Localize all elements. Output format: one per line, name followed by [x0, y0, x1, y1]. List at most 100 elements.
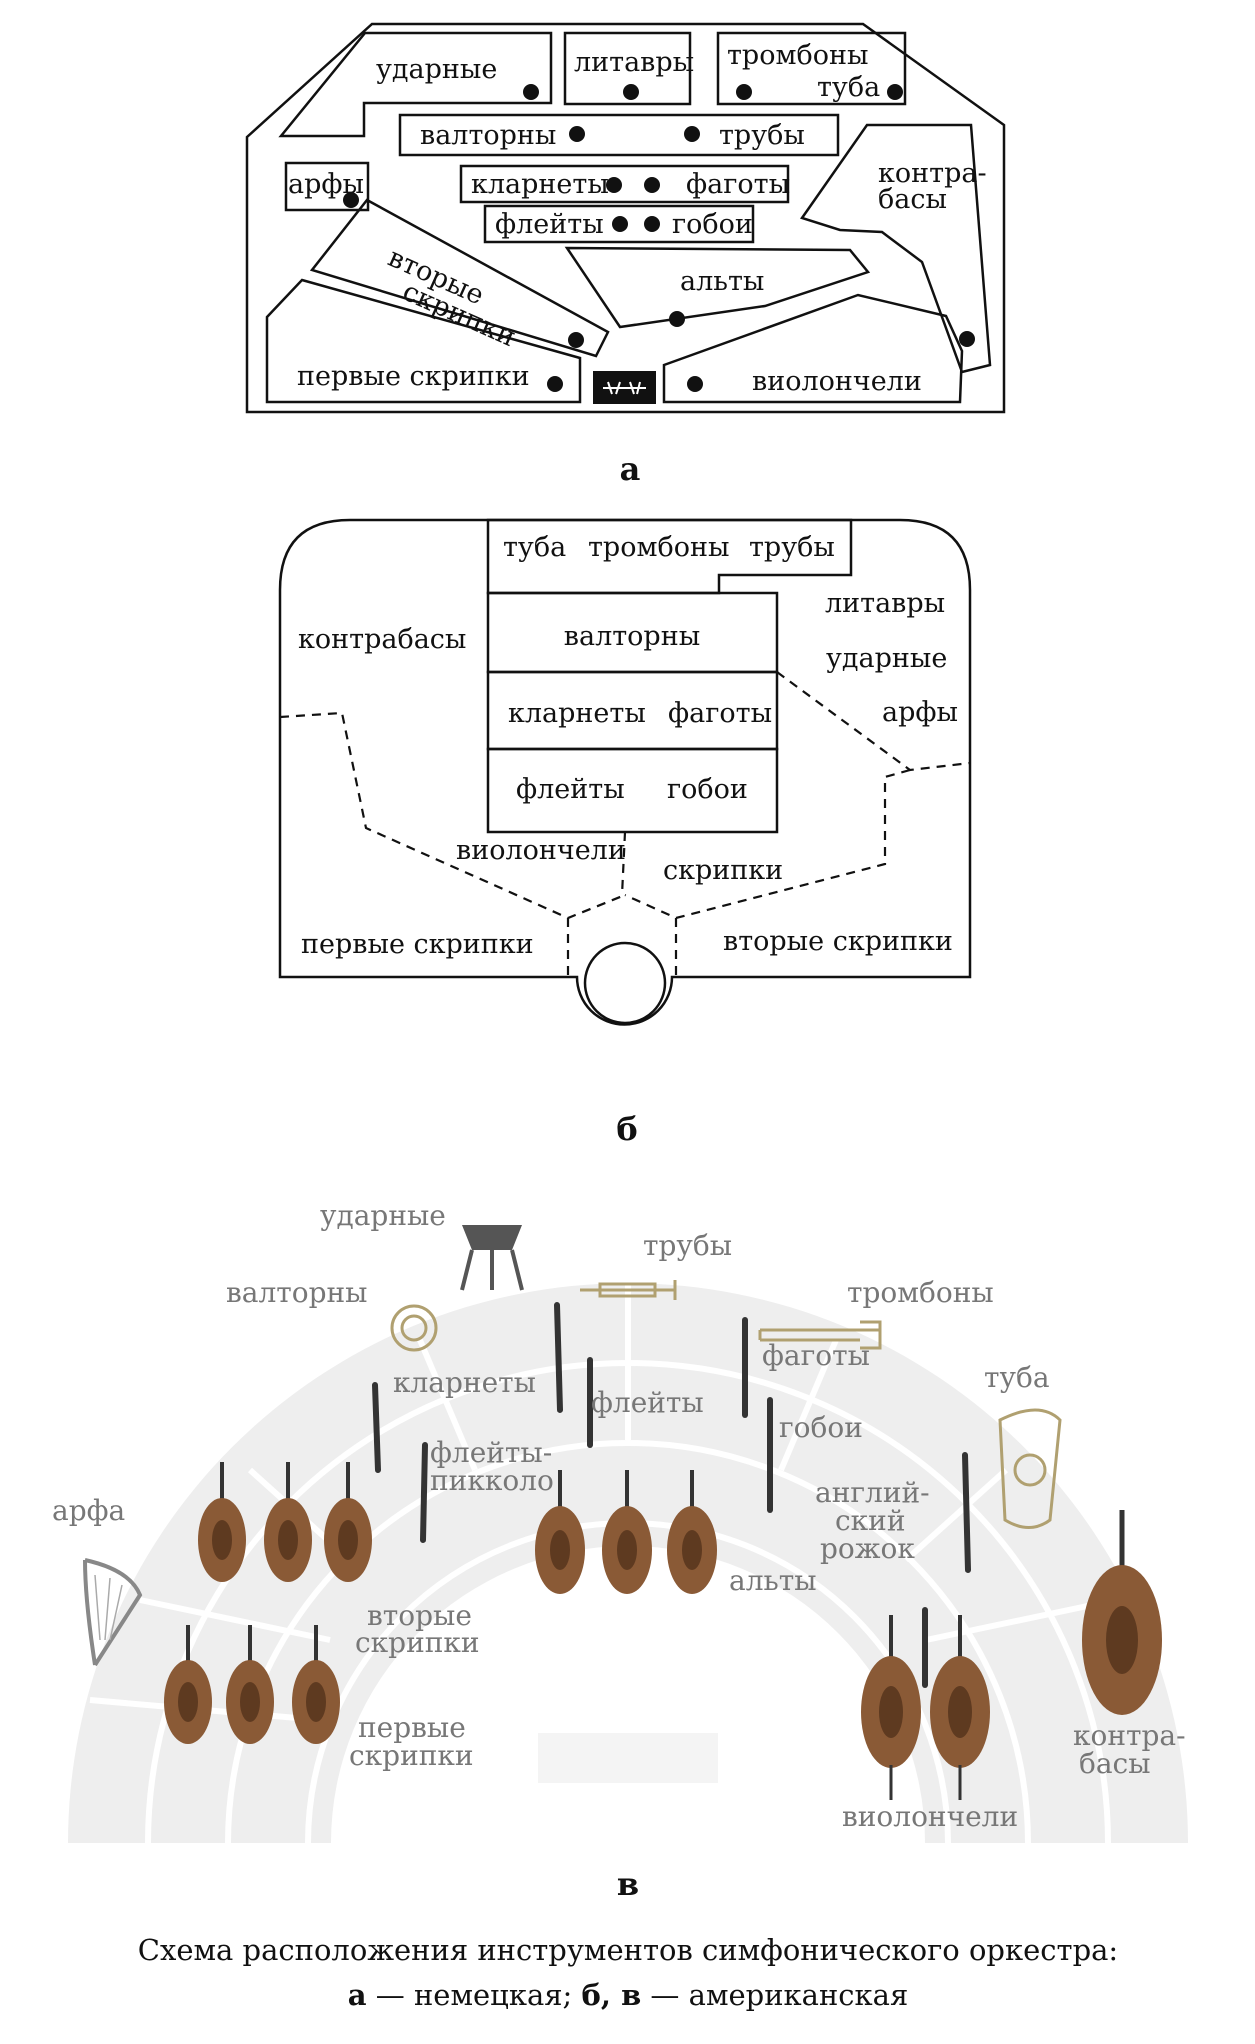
a-double-basses-label-2: басы — [878, 184, 947, 215]
b-second-violins-label: вторые скрипки — [723, 926, 953, 957]
b-cellos-label: виолончели — [456, 835, 626, 866]
c-english-horn-icon — [962, 1452, 971, 1573]
a-double-basses-zone — [800, 123, 992, 374]
b-timpani-label: литавры — [825, 588, 945, 619]
c-violas-label: альты — [729, 1564, 817, 1597]
a-violas-dot — [669, 311, 685, 327]
a-cellos-dot — [687, 376, 703, 392]
caption-a-text: — немецкая; — [367, 1978, 582, 2012]
diagram-a-stage-outline — [245, 22, 1006, 414]
a-cellos-zone — [662, 293, 964, 404]
a-second-violins-zone — [309, 198, 610, 358]
caption-a: а — [348, 1978, 367, 2012]
a-percussion-zone — [278, 31, 553, 138]
caption-bv: б, в — [582, 1978, 642, 2012]
a-oboes-label: гобои — [672, 209, 753, 240]
a-bassoons-dot — [644, 177, 660, 193]
a-first-violins-label: первые скрипки — [297, 361, 530, 392]
a-harps-zone — [284, 161, 370, 212]
c-harp-label: арфа — [52, 1494, 125, 1527]
a-tuba-label: туба — [817, 72, 880, 103]
cello-icon — [861, 1615, 921, 1800]
c-trombones-label: тромбоны — [847, 1276, 994, 1309]
diagram-c: ударные трубы валторны тромбоны кларнеты… — [52, 1199, 1188, 1903]
violin-icon — [324, 1462, 372, 1582]
c-english-horn-label-1: англий- — [815, 1476, 930, 1509]
a-flutes-label: флейты — [495, 209, 604, 240]
c-second-violins-label-1: вторые — [367, 1599, 472, 1632]
a-second-violins-dot — [568, 332, 584, 348]
c-double-bass-icon — [1082, 1510, 1162, 1715]
diagram-c-label: в — [617, 1865, 639, 1903]
c-clarinets-label: кларнеты — [393, 1366, 536, 1399]
a-clarinets-bassoons-zone — [459, 164, 790, 204]
a-bassoons-label: фаготы — [686, 169, 790, 200]
diagram-a: ударные литавры тромбоны туба валторны т… — [245, 22, 1006, 488]
c-harp-icon — [83, 1558, 143, 1667]
viola-icon — [602, 1470, 652, 1594]
c-cellos-label: виолончели — [842, 1800, 1018, 1833]
diagram-b-stage-outline — [278, 518, 972, 1026]
c-first-violins-label-1: первые — [358, 1711, 466, 1744]
c-conductor-podium — [538, 1733, 718, 1783]
diagram-b: туба тромбоны трубы валторны кларнеты фа… — [278, 518, 972, 1148]
a-trombones-label: тромбоны — [727, 40, 868, 71]
b-bassoons-label: фаготы — [668, 698, 772, 729]
a-violas-zone — [564, 246, 871, 329]
violin-icon — [292, 1625, 340, 1744]
c-piccolo-label-2: пикколо — [430, 1464, 554, 1497]
b-percussion-label: ударные — [826, 643, 947, 674]
b-basses-cellos-divider — [279, 711, 626, 920]
c-horns-label: валторны — [226, 1276, 367, 1309]
b-tuba-label: туба — [503, 532, 566, 563]
a-double-basses-label-1: контра- — [878, 158, 987, 189]
b-oboes-label: гобои — [667, 774, 748, 805]
b-violins-label: скрипки — [663, 855, 783, 886]
b-trumpets-label: трубы — [749, 532, 835, 563]
violin-icon — [264, 1462, 312, 1582]
b-flutes-label: флейты — [516, 774, 625, 805]
diagram-b-label: б — [616, 1110, 637, 1148]
a-clarinets-label: кларнеты — [471, 169, 609, 200]
a-flutes-dot — [612, 216, 628, 232]
c-tuba-icon — [998, 1408, 1062, 1529]
c-second-violins-icons — [198, 1462, 372, 1582]
c-double-basses-label-2: басы — [1079, 1747, 1151, 1780]
a-first-violins-dot — [547, 376, 563, 392]
c-flutes-label: флейты — [591, 1386, 704, 1419]
c-trombone-icon — [758, 1320, 882, 1350]
a-cellos-label: виолончели — [752, 366, 922, 397]
c-first-violins-label-2: скрипки — [349, 1739, 474, 1772]
c-cellos-icons — [861, 1615, 990, 1800]
a-violas-label: альты — [680, 266, 764, 297]
a-timpani-dot — [623, 84, 639, 100]
a-harps-dot — [343, 192, 359, 208]
violin-icon — [226, 1625, 274, 1744]
a-oboes-dot — [644, 216, 660, 232]
b-trombones-label: тромбоны — [588, 532, 729, 563]
a-timpani-zone — [563, 31, 692, 106]
b-horns-label: валторны — [564, 621, 700, 652]
b-clarinets-label: кларнеты — [508, 698, 646, 729]
violin-icon — [164, 1625, 212, 1744]
a-percussion-label: ударные — [376, 54, 497, 85]
c-oboes-label: гобои — [779, 1411, 863, 1444]
b-second-violins-divider — [624, 768, 911, 920]
c-english-horn-label-3: рожок — [820, 1532, 915, 1565]
a-percussion-dot — [523, 84, 539, 100]
viola-icon — [535, 1470, 585, 1594]
c-double-basses-label-1: контра- — [1073, 1719, 1186, 1752]
a-horns-trumpets-zone — [398, 113, 840, 157]
a-flutes-oboes-zone — [483, 204, 755, 244]
caption-line-2: а — немецкая; б, в — американская — [348, 1978, 909, 2012]
a-clarinets-dot — [606, 177, 622, 193]
a-podium-mark — [603, 381, 646, 395]
caption-line-1: Схема расположения инструментов симфонич… — [138, 1933, 1118, 1967]
c-piccolo-label-1: флейты- — [430, 1436, 552, 1469]
c-piccolo-icon — [420, 1442, 428, 1543]
c-horn-icon — [390, 1304, 438, 1352]
a-trumpets-dot — [684, 126, 700, 142]
c-tuba-label: туба — [984, 1361, 1050, 1394]
a-timpani-label: литавры — [574, 47, 694, 78]
b-first-violins-label: первые скрипки — [301, 929, 534, 960]
